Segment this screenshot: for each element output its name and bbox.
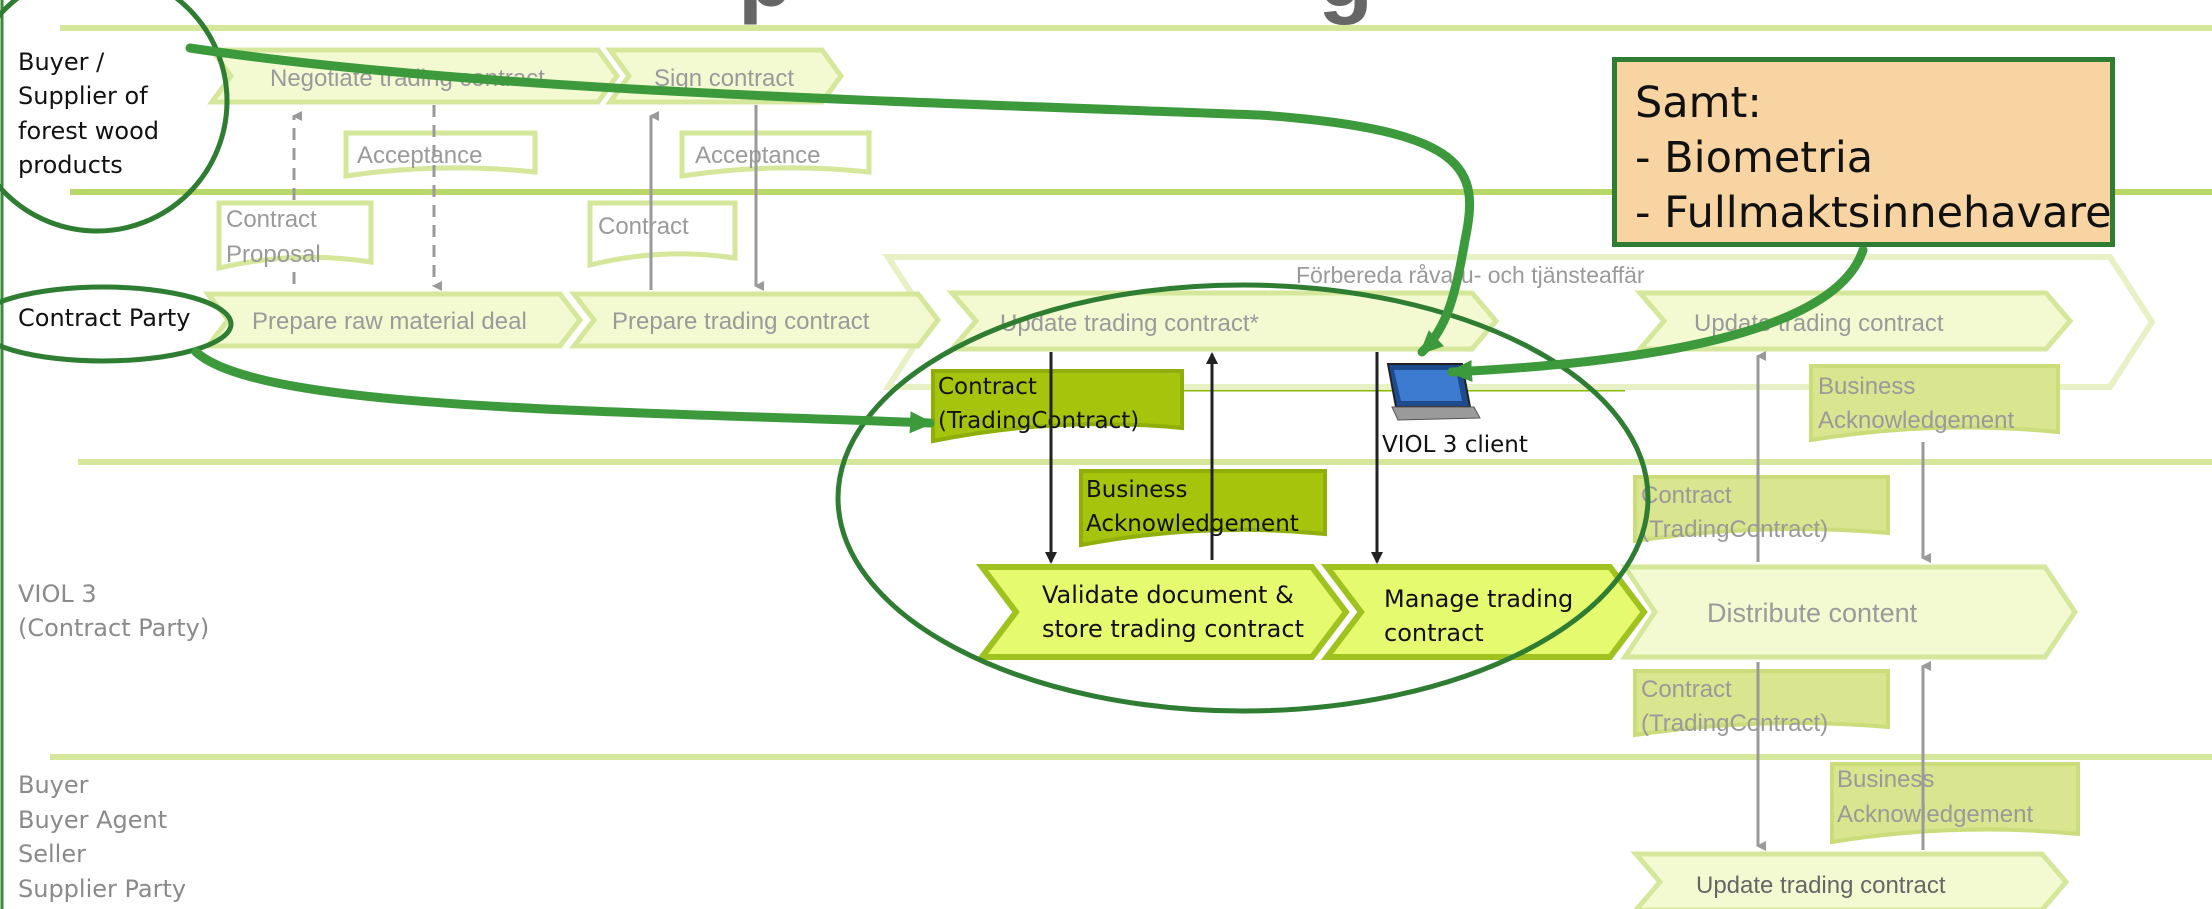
doc-contract — [587, 200, 738, 269]
doc-contract-trading-faint-2 — [1633, 669, 1890, 738]
process-update-trading-contract-bottom[interactable] — [1630, 851, 2070, 909]
process-distribute-content[interactable] — [1620, 564, 2079, 660]
lane-separators — [50, 25, 2212, 760]
doc-contract-proposal — [216, 200, 374, 272]
lane-contract-party: Contract Party — [18, 304, 190, 332]
process-prepare-trading-label: Prepare trading contract — [612, 308, 870, 335]
viol3-client-label: VIOL 3 client — [1382, 432, 1528, 458]
doc-business-ack-bottom-right-line1: Business — [1837, 766, 1934, 793]
doc-business-ack-highlight-line2: Acknowledgement — [1086, 511, 1299, 537]
doc-acceptance-left-label: Acceptance — [357, 142, 482, 169]
ellipse-contract-party — [0, 284, 234, 364]
doc-business-ack-top-right — [1809, 364, 2060, 443]
group-label: Förbereda råvaru- och tjänsteaffär — [1296, 262, 1645, 288]
lane-bottom-buyer: Buyer — [18, 771, 89, 799]
doc-business-ack-bottom-right — [1830, 762, 2080, 845]
doc-business-ack-top-right-line1: Business — [1818, 373, 1915, 400]
doc-contract-trading-faint-2-line1: Contract — [1641, 676, 1732, 703]
lane-viol3-line1: VIOL 3 — [18, 580, 97, 608]
lane-buyer-line1: Buyer / — [18, 48, 105, 76]
ellipse-viol3-group — [835, 282, 1651, 714]
doc-contract-trading-faint-2-line2: (TradingContract) — [1641, 710, 1828, 737]
doc-business-ack-top-right-line2: Acknowledgement — [1818, 407, 2014, 434]
doc-acceptance-left — [343, 130, 538, 179]
page-title-fragment: p g — [738, 0, 1373, 26]
doc-acceptance-right-label: Acceptance — [695, 142, 820, 169]
process-prepare-trading-contract[interactable] — [568, 291, 942, 349]
doc-contract-trading-highlight-line2: (TradingContract) — [938, 408, 1139, 434]
process-validate-document[interactable] — [975, 564, 1350, 660]
samt-title: Samt: — [1635, 78, 1762, 128]
green-arrow-samt-to-client — [1447, 245, 1868, 383]
samt-item-fullmaktsinnehavare: - Fullmaktsinnehavare — [1635, 188, 2112, 238]
doc-acceptance-right — [679, 130, 872, 179]
doc-contract-trading-faint-1 — [1633, 475, 1890, 544]
process-manage-trading-contract[interactable] — [1320, 564, 1648, 660]
lane-buyer-line4: products — [18, 151, 123, 179]
process-validate-line1: Validate document & — [1042, 581, 1294, 609]
lane-buyer-line3: forest wood — [18, 117, 159, 145]
doc-contract-trading-highlight-line1: Contract — [938, 374, 1037, 400]
process-manage-line1: Manage trading — [1384, 585, 1573, 613]
lane-bottom-supplier-party: Supplier Party — [18, 875, 186, 903]
process-update-trading-contract-star[interactable] — [946, 290, 1500, 352]
process-distribute-label: Distribute content — [1707, 598, 1918, 628]
doc-contract-proposal-line1: Contract — [226, 206, 317, 233]
green-arrow-contract-party-to-doc — [191, 347, 935, 434]
ellipse-buyer-supplier — [0, 0, 230, 234]
lane-buyer-line2: Supplier of — [18, 82, 148, 110]
lane-bottom-seller: Seller — [18, 840, 86, 868]
green-arrow-buyer-to-client — [185, 43, 1475, 357]
doc-contract-trading-highlight — [931, 369, 1184, 444]
doc-business-ack-highlight-line1: Business — [1086, 477, 1187, 503]
doc-business-ack-bottom-right-line2: Acknowledgement — [1837, 801, 2033, 828]
doc-contract-proposal-line2: Proposal — [226, 241, 321, 268]
samt-callout: Samt: - Biometria - Fullmaktsinnehavare — [1612, 57, 2115, 247]
doc-contract-label: Contract — [598, 213, 689, 240]
process-update-bottom-label: Update trading contract — [1696, 872, 1946, 899]
samt-item-biometria: - Biometria — [1635, 133, 1874, 183]
process-prepare-raw-label: Prepare raw material deal — [252, 308, 527, 335]
process-validate-line2: store trading contract — [1042, 615, 1304, 643]
lane-viol3-line2: (Contract Party) — [18, 614, 209, 642]
process-manage-line2: contract — [1384, 619, 1484, 647]
doc-contract-trading-faint-1-line1: Contract — [1641, 482, 1732, 509]
lane-bottom-buyer-agent: Buyer Agent — [18, 806, 167, 834]
doc-contract-trading-faint-1-line2: (TradingContract) — [1641, 516, 1828, 543]
